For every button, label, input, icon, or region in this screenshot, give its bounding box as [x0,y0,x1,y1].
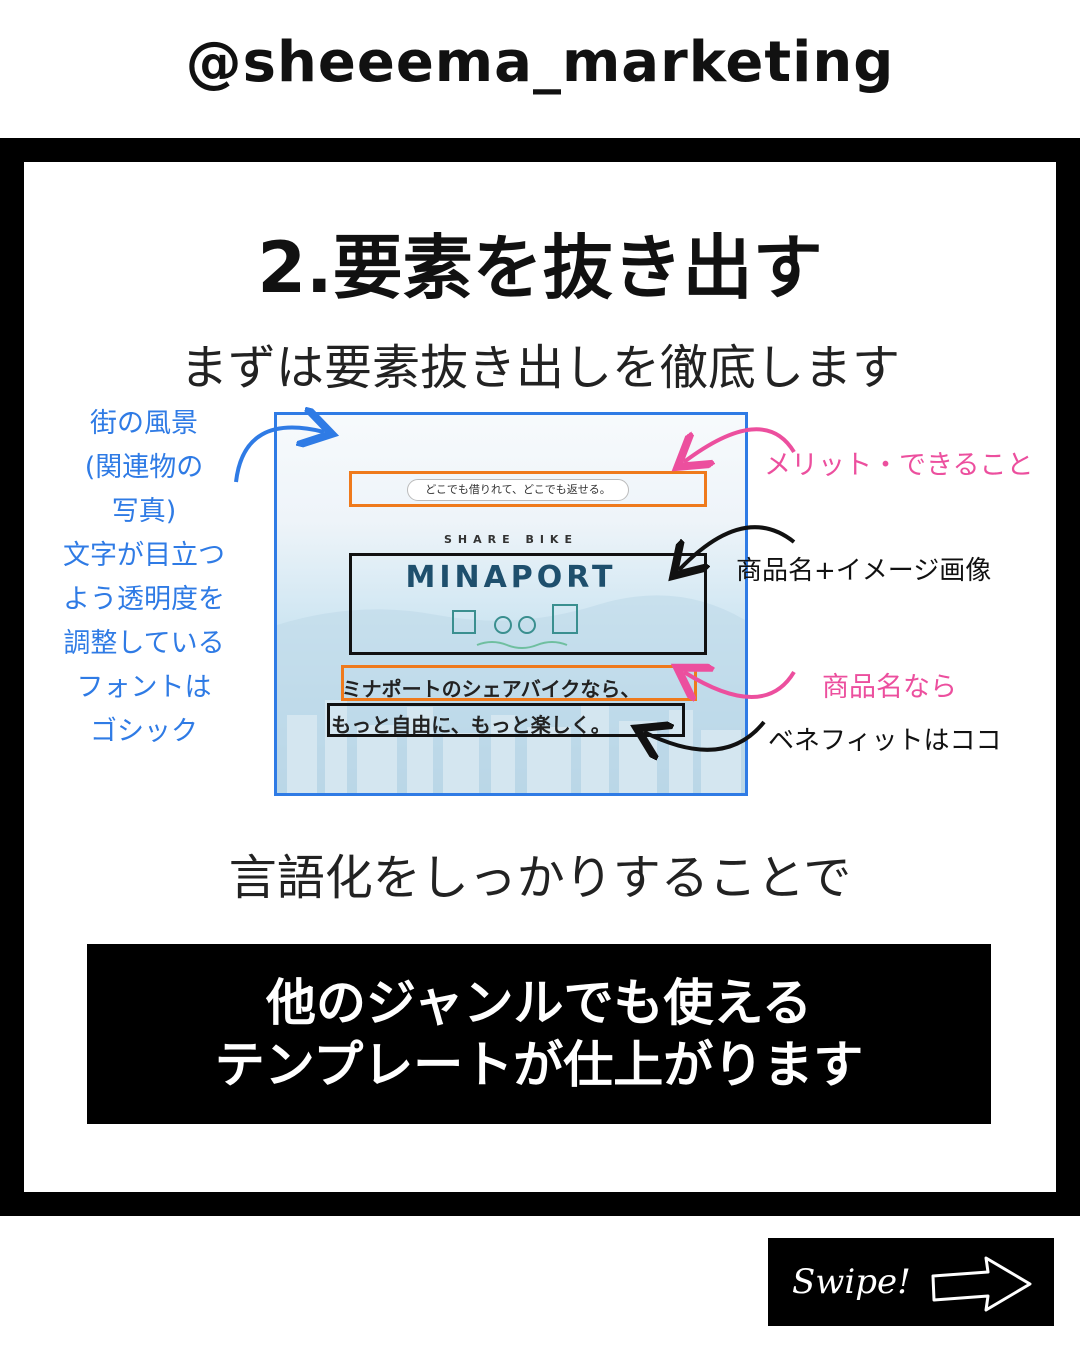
banner-line2: テンプレートが仕上がります [214,1036,864,1094]
product-image-highlight-box [349,553,707,655]
banner-line1: 他のジャンルでも使える [266,974,812,1032]
share-bike-label: SHARE BIKE [444,533,578,546]
annotation-merit: メリット・できること [764,450,1034,481]
arrow-to-merit [684,427,796,462]
annotation-product-image: 商品名+イメージ画像 [736,556,992,586]
conclusion-banner: 他のジャンルでも使える テンプレートが仕上がります [87,944,991,1124]
content-frame: 2.要素を抜き出す まずは要素抜き出しを徹底します 街の風景 (関連物の 写真)… [0,138,1080,1216]
catch-copy-line1: ミナポートのシェアバイクなら、 [341,677,641,701]
annotation-line: 街の風景 [90,408,198,439]
annotation-benefit: ベネフィットはココ [768,726,1002,756]
annotation-line: (関連物の [84,452,204,483]
arrow-to-product-image [679,525,796,570]
swipe-label: Swipe! [792,1262,911,1302]
annotation-line: 写真) [111,496,177,527]
merit-pill: どこでも借りれて、どこでも返せる。 [407,479,629,501]
arrow-right-icon [931,1256,1032,1312]
annotation-line: よう透明度を [63,584,225,615]
catch-copy-line2: もっと自由に、もっと楽しく。 [331,713,611,737]
annotation-line: 調整している [63,628,225,659]
benefit-highlight-box [327,703,685,737]
arrow-to-benefit [644,720,766,750]
merit-highlight-box [349,471,707,507]
account-handle: @sheeema_marketing [185,30,895,95]
annotation-line: ゴシック [90,716,198,747]
annotation-line: 文字が目立つ [63,540,225,571]
annotation-line: フォントは [76,672,212,703]
arrow-to-product-name [684,672,796,697]
arrow-to-image [234,428,324,483]
annotation-product-name: 商品名なら [822,672,957,703]
slide-title: 2.要素を抜き出す [257,227,823,309]
content-card: 2.要素を抜き出す まずは要素抜き出しを徹底します 街の風景 (関連物の 写真)… [24,162,1056,1192]
annotation-arrows [234,162,796,862]
left-annotation: 街の風景 (関連物の 写真) 文字が目立つ よう透明度を 調整している フォント… [24,402,264,754]
slide-subtitle: まずは要素抜き出しを徹底します [179,340,900,396]
brand-name: MINAPORT [405,560,617,595]
swipe-button[interactable]: Swipe! [768,1238,1054,1326]
explanation-text: 言語化をしっかりすることで [228,850,852,906]
